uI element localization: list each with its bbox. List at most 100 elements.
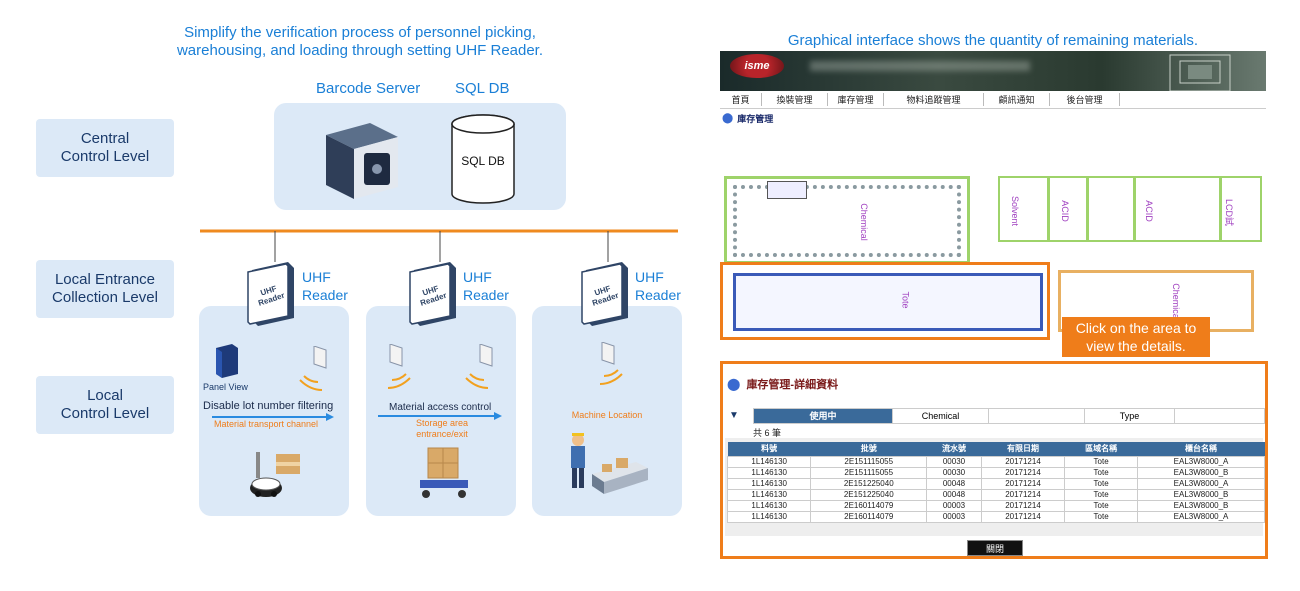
table-cell: 2E151225040 — [810, 488, 928, 501]
filter-empty[interactable] — [988, 409, 1084, 423]
antenna-signal-icon — [465, 344, 493, 389]
table-cell: EAL3W8000_A — [1137, 477, 1265, 490]
zone-acids[interactable]: Solvent ACID ACID LCD試 — [998, 176, 1262, 242]
reader-label-3-line1: UHF — [635, 269, 664, 285]
table-cell: 2E160114079 — [810, 499, 928, 512]
close-button[interactable]: 關閉 — [967, 540, 1023, 556]
rfid-chip-icon — [1169, 54, 1231, 91]
uhf-reader-1: UHF Reader — [246, 262, 296, 326]
table-cell: 1L146130 — [726, 455, 812, 468]
table-cell: 00048 — [926, 488, 982, 501]
nav-changeover[interactable]: 換裝管理 — [762, 93, 828, 106]
zone-tote-label: Tote — [900, 291, 911, 309]
table-cell: EAL3W8000_A — [1137, 455, 1265, 468]
zone-tote[interactable]: Tote — [720, 262, 1050, 340]
level-local-line2: Control Level — [60, 405, 150, 422]
central-panel — [274, 103, 566, 210]
filter-bar: 使用中 Chemical Type — [753, 408, 1265, 424]
nav-inventory[interactable]: 庫存管理 — [828, 93, 884, 106]
table-cell: 2E151115055 — [810, 455, 928, 468]
panel2-main-text: Material access control — [389, 402, 492, 413]
panel3-sub-text: Machine Location — [571, 410, 643, 420]
table-cell: EAL3W8000_B — [1137, 466, 1265, 479]
barcode-server-icon — [326, 123, 398, 199]
panel2-sub-line2: entrance/exit — [416, 429, 468, 439]
table-cell: 2E151115055 — [810, 466, 928, 479]
section-title-text: 庫存管理 — [737, 114, 774, 124]
nav-material-tracking[interactable]: 物料追蹤管理 — [884, 93, 984, 106]
database-text: SQL DB — [461, 154, 505, 168]
nav-notifications[interactable]: 顧訊通知 — [984, 93, 1050, 106]
table-cell: 1L146130 — [726, 477, 812, 490]
col-cabinet: 櫃台名稱 — [1185, 444, 1218, 454]
zone-chemical-2-label: Chemical — [1170, 283, 1181, 321]
table-cell: 2E160114079 — [810, 510, 928, 523]
zone-lcd-label: LCD試 — [1224, 198, 1235, 227]
table-cell: EAL3W8000_B — [1137, 499, 1265, 512]
col-serial: 流水號 — [941, 444, 966, 454]
level-entrance-line2: Collection Level — [52, 289, 158, 306]
table-cell: 1L146130 — [726, 488, 812, 501]
level-local-line1: Local — [87, 387, 123, 404]
sql-db-label: SQL DB — [455, 80, 510, 97]
table-cell: Tote — [1064, 488, 1139, 501]
uhf-reader-icon — [581, 262, 628, 326]
col-lot-no: 批號 — [860, 444, 877, 454]
table-cell: 1L146130 — [726, 510, 812, 523]
uhf-reader-icon — [247, 262, 294, 326]
nav-home[interactable]: 首頁 — [720, 93, 762, 106]
callout-line1: Click on the area to — [1075, 320, 1197, 336]
app-banner: isme — [720, 51, 1266, 91]
zone-cross-icon — [767, 181, 807, 199]
uhf-reader-2: UHF Reader — [408, 262, 458, 326]
filter-last[interactable] — [1174, 409, 1264, 423]
collapse-triangle-icon[interactable]: ▼ — [729, 410, 739, 421]
antenna-signal-icon — [387, 344, 411, 389]
callout-click-area: Click on the area to view the details. — [1062, 317, 1210, 357]
filter-chemical[interactable]: Chemical — [892, 409, 988, 423]
table-cell: 20171214 — [980, 499, 1066, 512]
table-cell: 20171214 — [980, 455, 1066, 468]
panel1-sub-text: Material transport channel — [214, 419, 319, 429]
table-cell: 00003 — [926, 499, 982, 512]
table-cell: Tote — [1064, 477, 1139, 490]
top-nav: 首頁 換裝管理 庫存管理 物料追蹤管理 顧訊通知 後台管理 — [720, 91, 1266, 109]
detail-title-text: 庫存管理-詳細資料 — [746, 379, 839, 391]
col-zone: 區域名稱 — [1085, 444, 1118, 454]
col-part-no: 料號 — [761, 444, 778, 454]
table-cell: 00048 — [926, 477, 982, 490]
bubbles-icon: ⬤ — [727, 377, 741, 391]
reader-label-1-line1: UHF — [302, 269, 331, 285]
col-expiry: 有限日期 — [1006, 444, 1039, 454]
table-cell: 1L146130 — [726, 499, 812, 512]
table-cell: Tote — [1064, 455, 1139, 468]
uhf-reader-icon — [409, 262, 456, 326]
table-header-row: 料號 批號 流水號 有限日期 區域名稱 櫃台名稱 — [727, 442, 1265, 456]
pallet-cart-icon — [420, 447, 468, 498]
panel2-sub-line1: Storage area — [415, 418, 469, 428]
filter-type[interactable]: Type — [1084, 409, 1174, 423]
filter-in-use[interactable]: 使用中 — [754, 409, 892, 423]
antenna-signal-icon — [599, 342, 623, 385]
level-local: Local Control Level — [36, 376, 174, 434]
zone-acid-1-label: ACID — [1059, 200, 1070, 222]
level-central: Central Control Level — [36, 119, 174, 177]
blurred-title — [810, 61, 1030, 71]
antenna-signal-icon — [299, 346, 327, 391]
table-cell: 20171214 — [980, 477, 1066, 490]
robot-cart-icon — [250, 452, 300, 497]
table-cell: 20171214 — [980, 510, 1066, 523]
zone-chemical-1[interactable]: Chemical — [724, 176, 970, 264]
level-entrance-line1: Local Entrance — [54, 271, 156, 288]
table-cell: Tote — [1064, 466, 1139, 479]
database-icon — [451, 114, 515, 204]
nav-admin[interactable]: 後台管理 — [1050, 93, 1120, 106]
